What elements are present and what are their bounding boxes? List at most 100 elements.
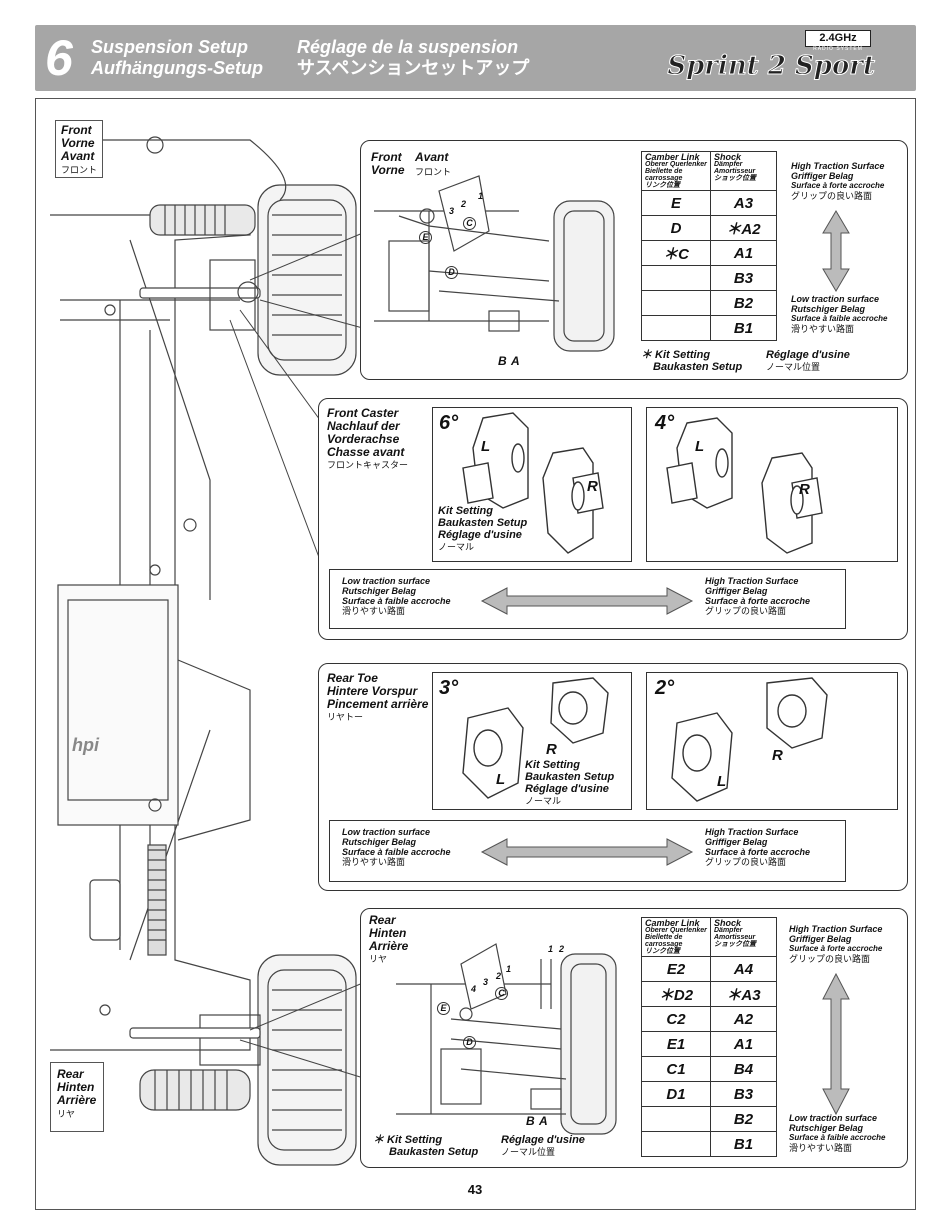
title-de: Aufhängungs-Setup xyxy=(91,58,263,78)
front-kit-setting-fr: Réglage d'usine ノーマル位置 xyxy=(766,349,850,372)
front-high-traction: High Traction Surface Griffiger Belag Su… xyxy=(791,161,885,201)
front-caster-box: Front Caster Nachlauf der Vorderachse Ch… xyxy=(318,398,908,640)
rear-top-hole-1: 1 xyxy=(548,944,554,954)
toe-2deg-R: R xyxy=(772,747,783,764)
rear-label-jp: リヤ xyxy=(57,1109,76,1119)
caster-6deg-hubs xyxy=(462,412,604,554)
front-hole-d: D xyxy=(445,266,458,279)
rear-label-fr: Arrière xyxy=(57,1093,97,1107)
front-kit-setting: ＊ Kit Setting Baukasten Setup xyxy=(641,349,743,373)
step-number: 6 xyxy=(45,30,73,86)
caster-low-traction: Low traction surface Rutschiger Belag Su… xyxy=(342,576,451,616)
rear-hole-e: E xyxy=(437,1002,450,1015)
front-label-box: Front Vorne Avant フロント xyxy=(55,120,103,178)
rear-suspension-drawing xyxy=(396,943,617,1135)
rear-hole-a: A xyxy=(539,1114,548,1128)
caster-6deg-R: R xyxy=(587,478,598,495)
toe-3deg-hubs xyxy=(462,677,609,799)
rear-label-en: Rear xyxy=(57,1067,84,1081)
caster-6deg-label: 6° xyxy=(439,412,459,434)
front-label-fr: Avant xyxy=(61,149,95,163)
page-header: 6 Suspension Setup Aufhängungs-Setup Rég… xyxy=(35,25,916,91)
front-label-de: Vorne xyxy=(61,136,95,150)
table-row: B3 xyxy=(641,265,777,291)
table-row: B1 xyxy=(641,1131,777,1157)
front-hole-c: C xyxy=(463,217,476,230)
rear-toe-box: Rear Toe Hintere Vorspur Pincement arriè… xyxy=(318,663,908,891)
toe-horizontal-arrow xyxy=(480,838,694,866)
caster-4deg-label: 4° xyxy=(655,412,675,434)
table-row: D＊A2 xyxy=(641,215,777,241)
caster-high-traction: High Traction Surface Griffiger Belag Su… xyxy=(705,576,811,616)
table-row: B2 xyxy=(641,1106,777,1132)
front-caster-title: Front Caster Nachlauf der Vorderachse Ch… xyxy=(327,406,409,471)
content-frame xyxy=(35,98,916,1210)
rear-camber-title: Rear Hinten Arrière リヤ xyxy=(369,913,409,965)
toe-traction-legend: Low traction surface Rutschiger Belag Su… xyxy=(329,820,846,882)
caster-horizontal-arrow xyxy=(480,587,694,615)
toe-2deg-panel: 2° L R xyxy=(646,672,898,810)
toe-2deg-L: L xyxy=(717,773,727,790)
toe-high-traction: High Traction Surface Griffiger Belag Su… xyxy=(705,827,811,867)
rear-low-traction: Low traction surface Rutschiger Belag Su… xyxy=(789,1113,886,1153)
front-hole-3: 3 xyxy=(449,206,455,216)
front-hole-b: B xyxy=(498,354,507,368)
logo-sprint2-sport: Sprint 2 Sport xyxy=(667,51,876,82)
title-jp: サスペンションセットアップ xyxy=(297,58,530,78)
front-suspension-drawing xyxy=(374,175,615,352)
rear-toe-title: Rear Toe Hintere Vorspur Pincement arriè… xyxy=(327,671,429,723)
rear-top-hole-2: 2 xyxy=(559,944,565,954)
page-number: 43 xyxy=(467,1182,483,1197)
rear-camber-box: Rear Hinten Arrière リヤ 1 2 3 4 1 2 C E D… xyxy=(360,908,908,1168)
front-camber-box: Front Vorne Avant フロント 1 2 3 C E D B A C… xyxy=(360,140,908,380)
logo-radio-sub: RADIO SYSTEM xyxy=(813,46,863,52)
toe-2deg-label: 2° xyxy=(655,677,675,699)
toe-3deg-L: L xyxy=(496,771,506,788)
rear-label-de: Hinten xyxy=(57,1080,95,1094)
toe-2deg-hubs xyxy=(671,677,828,802)
caster-4deg-panel: 4° L R xyxy=(646,407,898,562)
front-camber-title-de: Vorne xyxy=(371,163,405,177)
front-hole-2: 2 xyxy=(461,199,467,209)
caster-traction-legend: Low traction surface Rutschiger Belag Su… xyxy=(329,569,846,629)
front-hole-1: 1 xyxy=(478,191,484,201)
table-row: B1 xyxy=(641,315,777,341)
front-hole-a: A xyxy=(511,354,520,368)
rear-label-box: Rear Hinten Arrière リヤ xyxy=(50,1062,104,1132)
toe-low-traction: Low traction surface Rutschiger Belag Su… xyxy=(342,827,451,867)
caster-4deg-R: R xyxy=(799,481,810,498)
toe-kit-setting: Kit Setting Baukasten Setup Réglage d'us… xyxy=(525,759,615,806)
rear-hole-4: 4 xyxy=(471,984,477,994)
toe-3deg-label: 3° xyxy=(439,677,459,699)
table-row: ＊D2＊A3 xyxy=(641,981,777,1007)
front-low-traction: Low traction surface Rutschiger Belag Su… xyxy=(791,294,888,334)
chassis-brand-logo: hpi xyxy=(72,735,99,755)
rear-vertical-arrow xyxy=(822,972,850,1116)
caster-4deg-L: L xyxy=(695,438,705,455)
rear-hole-3: 3 xyxy=(483,977,489,987)
caster-6deg-panel: 6° L R Kit Setting Baukasten Setup Régla… xyxy=(432,407,632,562)
caster-6deg-L: L xyxy=(481,438,491,455)
rear-hole-b: B xyxy=(526,1114,535,1128)
rear-hole-c: C xyxy=(495,987,508,1000)
front-hole-e: E xyxy=(419,231,432,244)
toe-3deg-R: R xyxy=(546,741,557,758)
rear-high-traction: High Traction Surface Griffiger Belag Su… xyxy=(789,924,883,964)
rear-hole-2: 2 xyxy=(496,971,502,981)
table-row: B2 xyxy=(641,290,777,316)
caster-4deg-hubs xyxy=(666,417,823,554)
front-camber-title-fr: Avant xyxy=(415,150,449,164)
title-en: Suspension Setup xyxy=(91,37,249,57)
front-vertical-arrow xyxy=(822,210,850,292)
front-camber-title-jp: フロント xyxy=(415,167,452,177)
front-label-jp: フロント xyxy=(61,165,98,175)
title-fr: Réglage de la suspension xyxy=(297,37,519,57)
